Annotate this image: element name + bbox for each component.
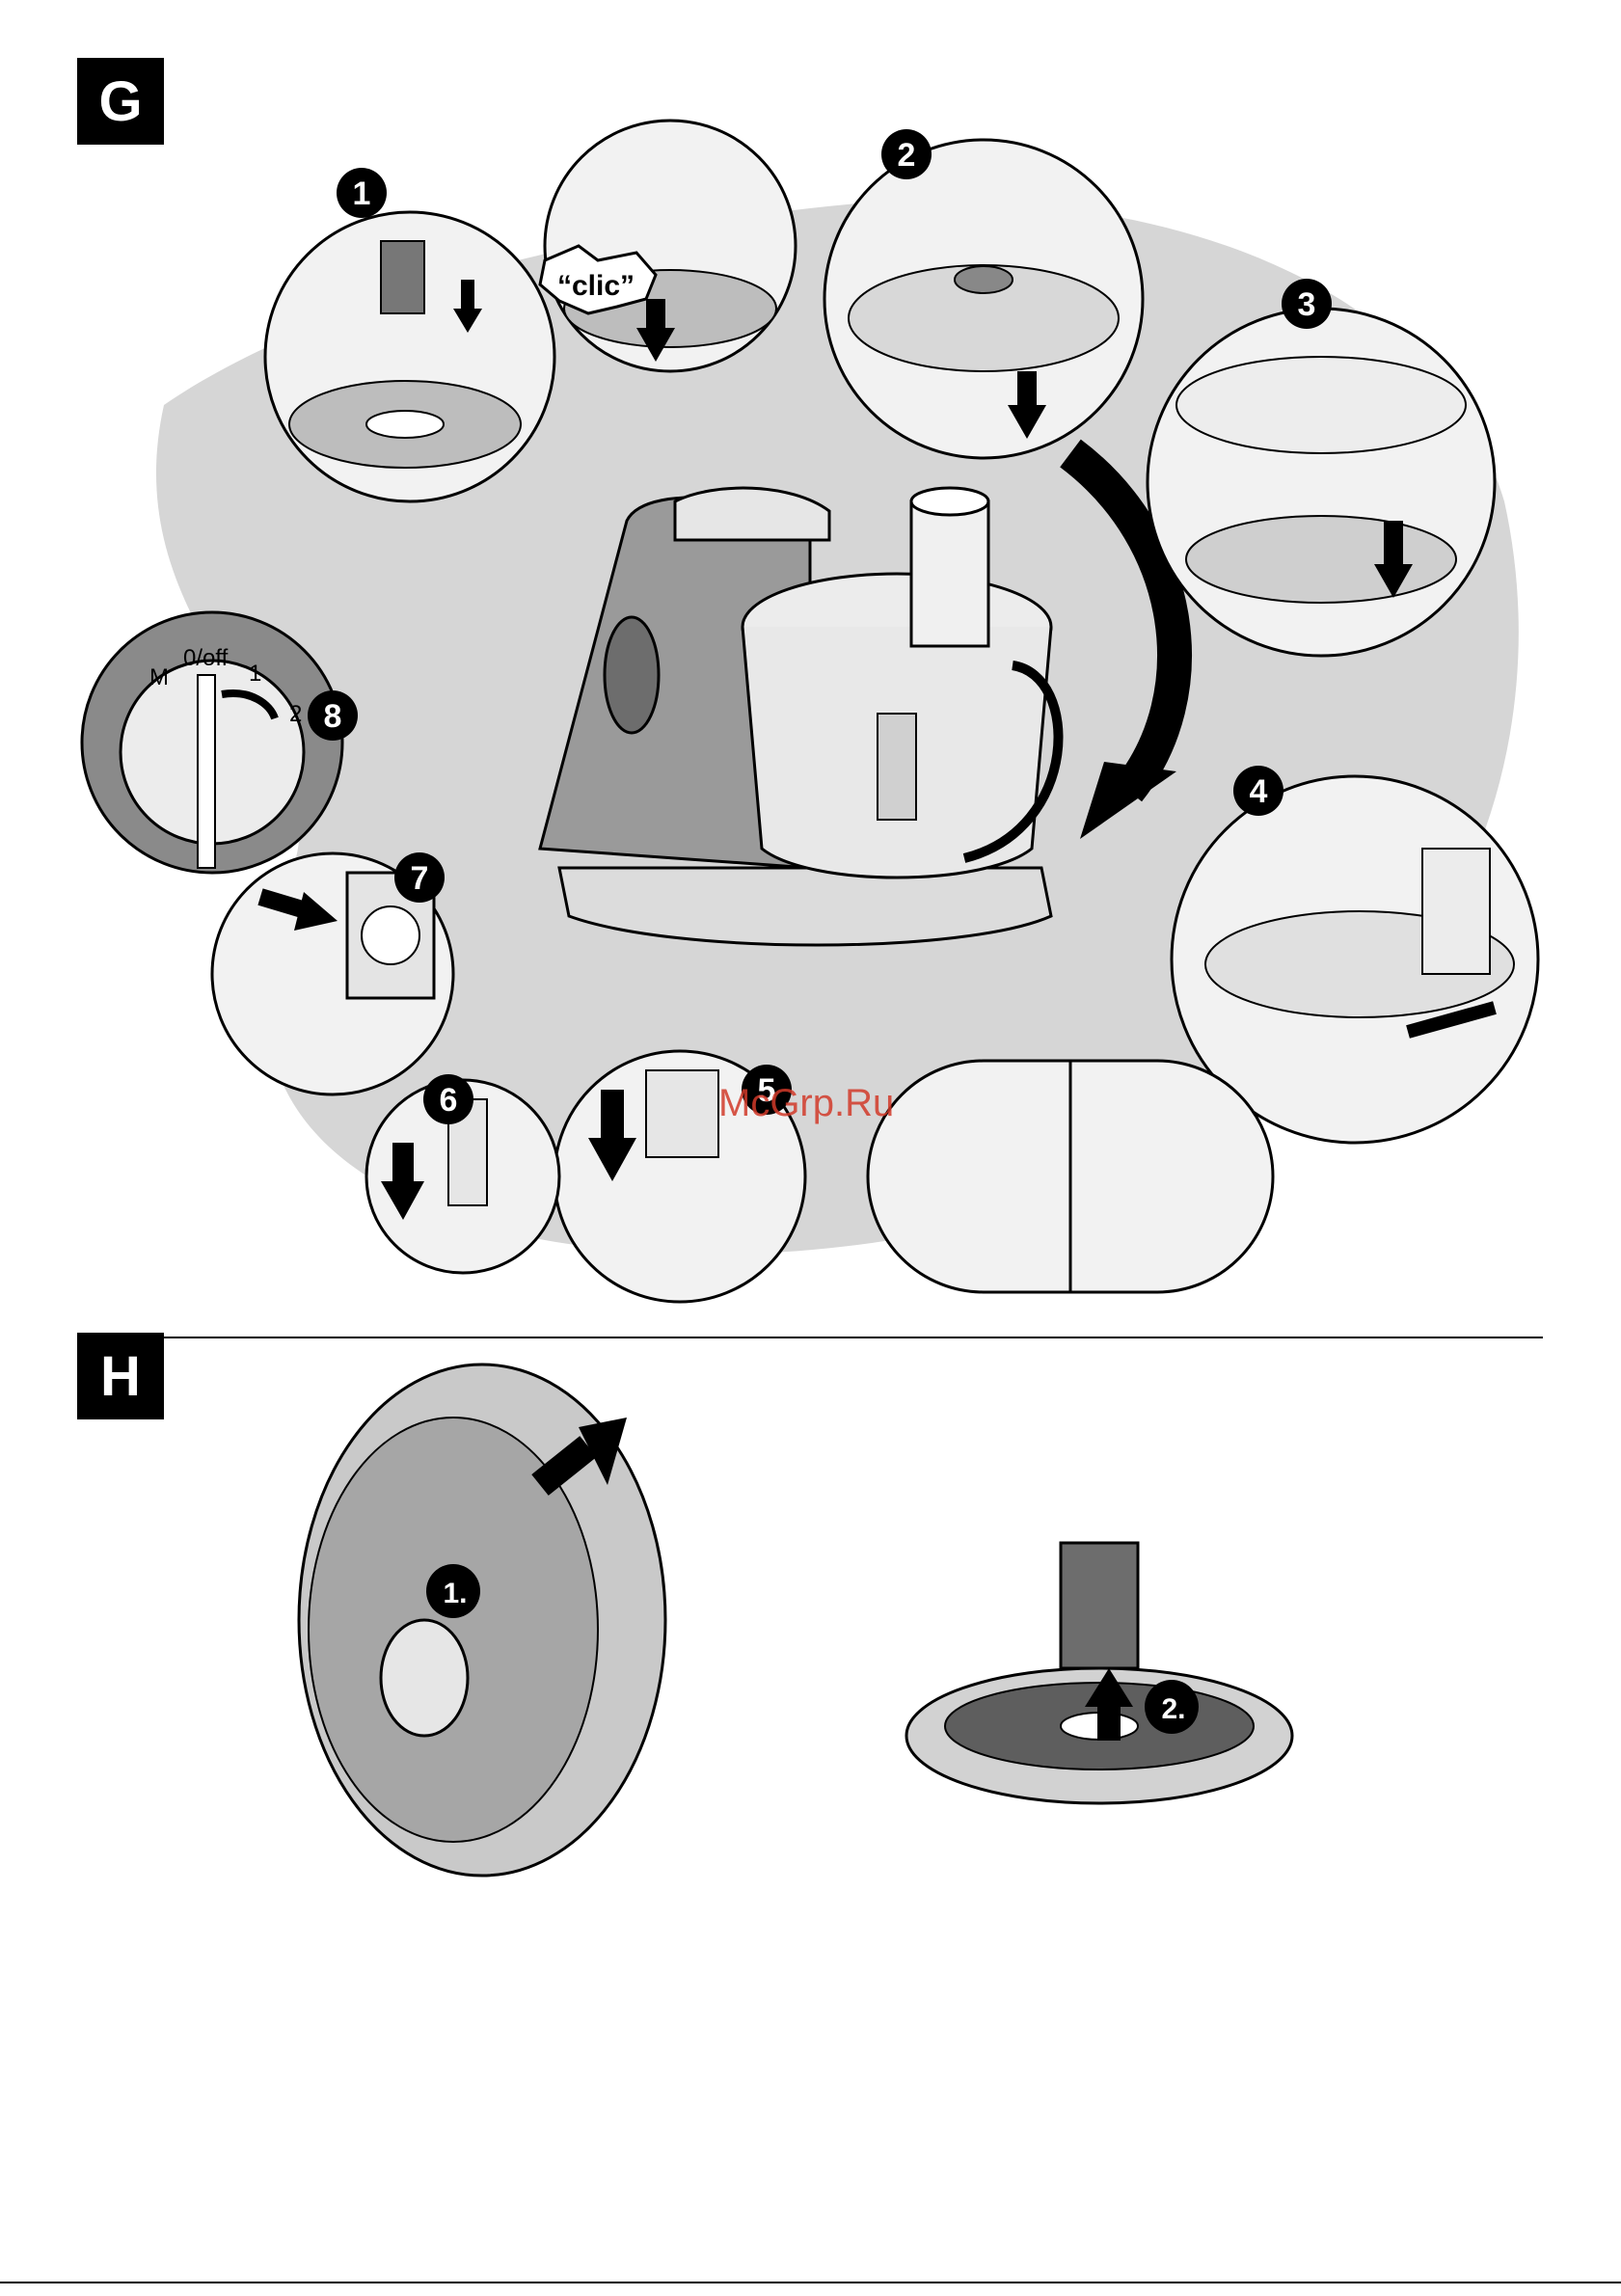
step-8-number-badge: 8 bbox=[308, 690, 358, 741]
step-4-detail-panel bbox=[868, 1061, 1273, 1292]
substep-2-badge: 2. bbox=[1145, 1680, 1199, 1734]
step-3-number-badge: 3 bbox=[1282, 279, 1332, 329]
substep-1-badge: 1. bbox=[426, 1564, 480, 1618]
step-2-number-badge: 2 bbox=[881, 129, 932, 179]
dial-label-off: 0/off bbox=[183, 645, 229, 671]
step-2-number: 2 bbox=[898, 137, 916, 174]
step-3-panel bbox=[1148, 309, 1495, 656]
step-7-number-badge: 7 bbox=[394, 852, 445, 903]
remove-shaft-illustration bbox=[906, 1543, 1292, 1803]
step-1-detail-panel bbox=[545, 121, 796, 371]
step-1-number: 1 bbox=[353, 176, 371, 212]
food-processor-illustration bbox=[540, 488, 1058, 945]
step-2-panel bbox=[824, 140, 1143, 458]
dial-label-m: M bbox=[149, 664, 169, 690]
substep-2-label: 2. bbox=[1161, 1693, 1185, 1725]
remove-disc-illustration bbox=[299, 1364, 665, 1876]
step-1-panel bbox=[265, 212, 554, 501]
step-6-number: 6 bbox=[440, 1082, 458, 1119]
step-7-number: 7 bbox=[411, 860, 429, 897]
step-8-number: 8 bbox=[324, 698, 342, 735]
step-3-number: 3 bbox=[1298, 286, 1316, 323]
step-4-number: 4 bbox=[1250, 773, 1268, 810]
dial-label-1: 1 bbox=[249, 661, 261, 687]
step-1-number-badge: 1 bbox=[337, 168, 387, 218]
watermark-text: McGrp.Ru bbox=[718, 1082, 894, 1125]
step-6-number-badge: 6 bbox=[423, 1074, 473, 1124]
step-4-number-badge: 4 bbox=[1233, 766, 1283, 816]
clic-label: “clic” bbox=[557, 270, 635, 302]
substep-1-label: 1. bbox=[443, 1578, 467, 1609]
dial-label-2: 2 bbox=[289, 701, 302, 727]
